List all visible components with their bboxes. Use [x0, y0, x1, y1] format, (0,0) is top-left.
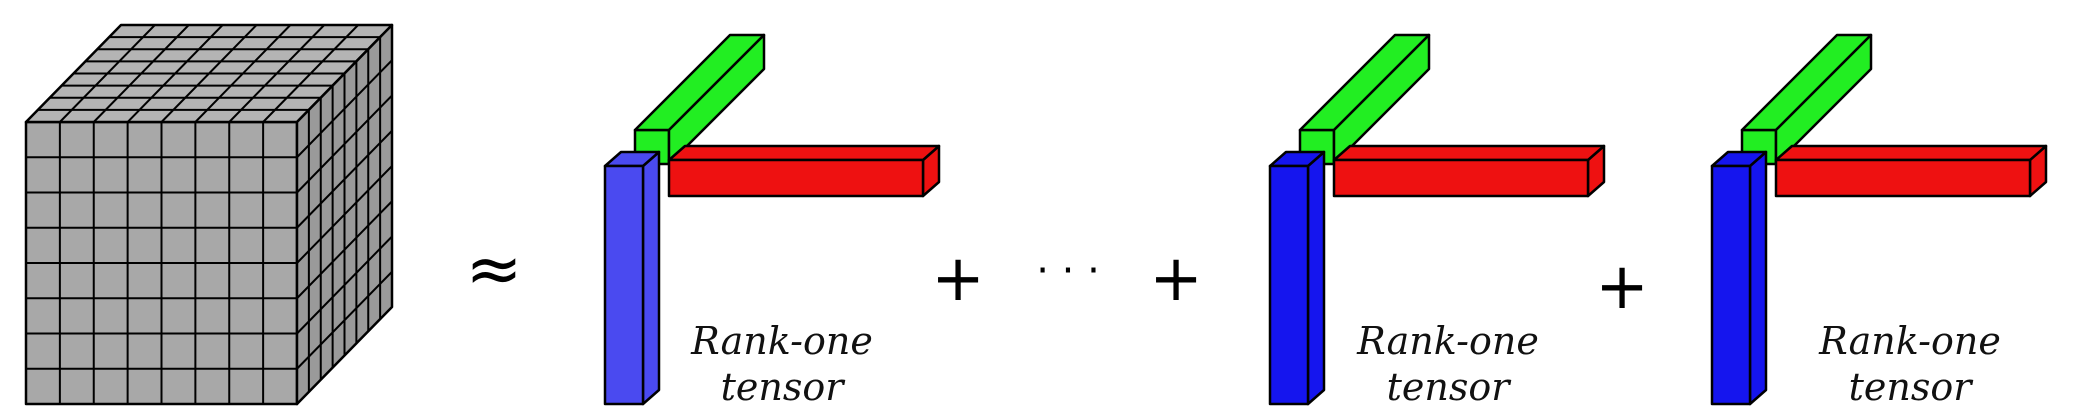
- plus-symbol-2: +: [1149, 242, 1203, 316]
- blue-bar-front: [603, 164, 645, 406]
- term-3-label-line1: Rank-one: [1818, 319, 2001, 363]
- cube-grid-line: [296, 200, 393, 299]
- data-tensor-cube: [24, 23, 394, 406]
- term-2-label-line2: tensor: [1387, 365, 1513, 409]
- rank-one-tensor-2: [1268, 33, 1606, 406]
- blue-bar-front: [1710, 164, 1752, 406]
- blue-bar-side: [1306, 150, 1326, 406]
- term-1-label-line2: tensor: [721, 365, 847, 409]
- red-bar-top: [1332, 144, 1606, 162]
- term-2-label-line1: Rank-one: [1356, 319, 1539, 363]
- green-bar-side: [1332, 33, 1431, 166]
- cube-grid-line: [262, 24, 359, 123]
- ellipsis-symbol: · · ·: [1036, 248, 1100, 294]
- approx-symbol: ≈: [466, 230, 523, 309]
- green-bar-side: [667, 33, 766, 166]
- cube-grid-line: [296, 235, 393, 335]
- term-3-label-line2: tensor: [1849, 365, 1975, 409]
- blue-bar-side: [1748, 150, 1768, 406]
- blue-bar-side: [641, 150, 661, 406]
- rank-one-tensor-1: [603, 33, 941, 406]
- red-bar-front: [1774, 158, 2032, 198]
- term-1-label-line1: Rank-one: [690, 319, 873, 363]
- red-bar-top: [1774, 144, 2048, 162]
- cube-grid-line: [194, 24, 292, 123]
- green-bar-side: [1774, 33, 1873, 166]
- red-bar-top: [667, 144, 941, 162]
- cube-grid-line: [228, 24, 325, 123]
- red-bar-front: [667, 158, 925, 198]
- plus-symbol-1: +: [931, 242, 985, 316]
- cube-grid-line: [296, 271, 393, 370]
- plus-symbol-3: +: [1595, 250, 1649, 324]
- blue-bar-front: [1268, 164, 1310, 406]
- red-bar-front: [1332, 158, 1590, 198]
- rank-one-tensor-3: [1710, 33, 2048, 406]
